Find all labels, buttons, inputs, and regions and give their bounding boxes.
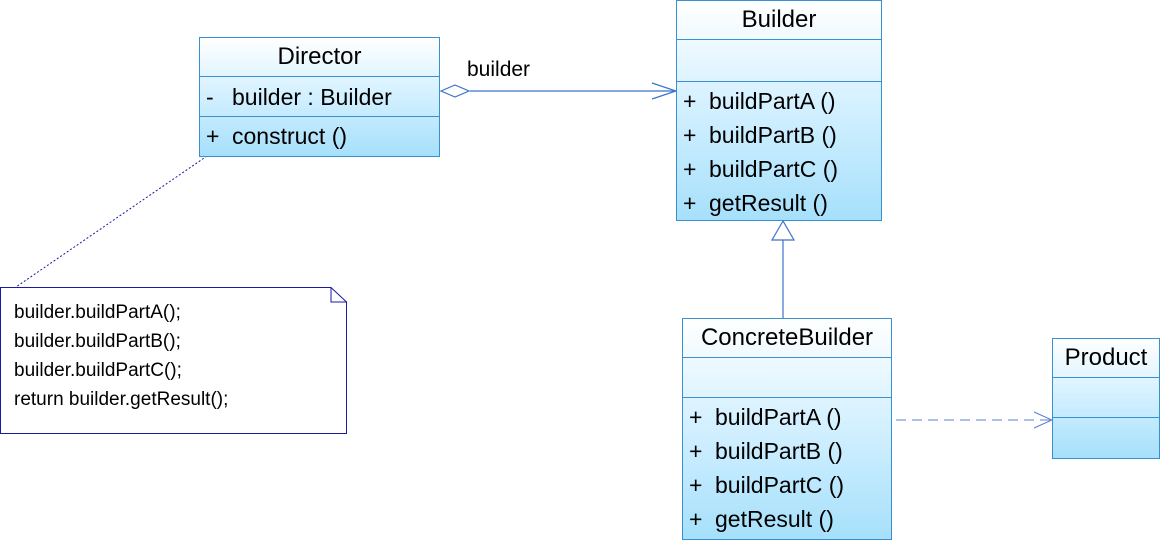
operation-row: + buildPartB () xyxy=(683,434,891,468)
class-product[interactable]: Product xyxy=(1052,338,1160,459)
operations-compartment: + buildPartA () + buildPartB () + buildPart… xyxy=(677,82,881,220)
note-fold xyxy=(330,287,347,303)
attributes-compartment: -builder : Builder xyxy=(200,77,439,117)
operation-text: buildPartC () xyxy=(715,472,845,498)
operation-text: getResult () xyxy=(709,190,828,216)
note[interactable]: builder.buildPartA(); builder.buildPartB… xyxy=(0,286,347,434)
visibility: + xyxy=(683,190,697,216)
class-name: ConcreteBuilder xyxy=(683,319,891,358)
class-name: Director xyxy=(200,38,439,77)
operation-row: + buildPartB () xyxy=(677,118,881,152)
visibility: + xyxy=(683,122,697,148)
note-text: builder.buildPartA(); builder.buildPartB… xyxy=(14,298,228,414)
class-director[interactable]: Director -builder : Builder + construct (… xyxy=(199,37,440,157)
visibility: + xyxy=(689,506,703,532)
attribute-text: builder : Builder xyxy=(232,84,392,110)
operation-text: buildPartB () xyxy=(715,438,843,464)
operation-row: + buildPartA () xyxy=(683,400,891,434)
operation-text: buildPartC () xyxy=(709,156,839,182)
operation-row: + construct () xyxy=(200,119,439,153)
attributes-compartment xyxy=(677,40,881,82)
generalization-triangle xyxy=(770,219,796,241)
note-anchor-line xyxy=(15,155,208,288)
aggregation-label: builder xyxy=(467,58,531,81)
operation-text: buildPartA () xyxy=(715,404,842,430)
visibility: - xyxy=(206,84,214,110)
note-line: return builder.getResult(); xyxy=(14,389,229,410)
class-name: Product xyxy=(1053,339,1159,378)
class-concrete-builder[interactable]: ConcreteBuilder + buildPartA () + buildPar… xyxy=(682,318,892,540)
class-builder[interactable]: Builder + buildPartA () + buildPartB () + b… xyxy=(676,0,882,221)
operation-row: + buildPartC () xyxy=(677,152,881,186)
attribute-row: -builder : Builder xyxy=(200,80,439,114)
note-line: builder.buildPartB(); xyxy=(14,331,181,352)
operation-row: + getResult () xyxy=(683,502,891,536)
operations-compartment: + construct () xyxy=(200,117,439,153)
operation-row: + getResult () xyxy=(677,186,881,220)
operation-row: + buildPartA () xyxy=(677,84,881,118)
visibility: + xyxy=(683,156,697,182)
visibility: + xyxy=(683,88,697,114)
operations-compartment: + buildPartA () + buildPartB () + buildPart… xyxy=(683,398,891,536)
visibility: + xyxy=(689,472,703,498)
note-line: builder.buildPartA(); xyxy=(14,302,181,323)
aggregation-diamond xyxy=(439,84,471,98)
visibility: + xyxy=(689,438,703,464)
operation-text: buildPartA () xyxy=(709,88,836,114)
operation-text: getResult () xyxy=(715,506,834,532)
note-line: builder.buildPartC(); xyxy=(14,360,182,381)
attributes-compartment xyxy=(683,358,891,398)
operation-row: + buildPartC () xyxy=(683,468,891,502)
visibility: + xyxy=(689,404,703,430)
note-shape xyxy=(0,287,347,434)
attributes-compartment xyxy=(1053,378,1159,418)
operation-text: construct () xyxy=(232,123,348,149)
operation-text: buildPartB () xyxy=(709,122,837,148)
visibility: + xyxy=(206,123,220,149)
class-name: Builder xyxy=(677,1,881,40)
